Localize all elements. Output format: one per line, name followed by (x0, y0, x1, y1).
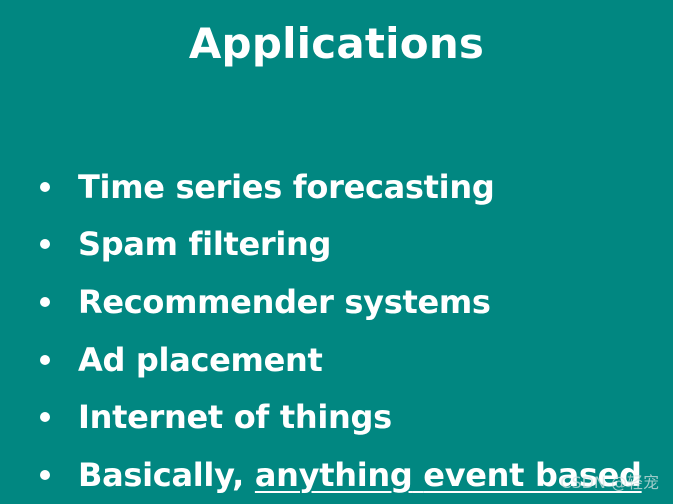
bullet-text: Recommender systems (78, 282, 491, 321)
bullet-dot-icon (40, 239, 50, 250)
bullet-item: Internet of things (40, 388, 642, 446)
bullet-text: Internet of things (78, 398, 392, 437)
watermark: CSDN @轻宠 (560, 473, 659, 492)
bullet-dot-icon (40, 181, 50, 192)
bullet-item: Spam filtering (40, 216, 642, 274)
bullet-dot-icon (40, 469, 50, 480)
bullet-dot-icon (40, 412, 50, 423)
bullet-item: Ad placement (40, 331, 642, 389)
bullet-item: Recommender systems (40, 273, 642, 331)
bullet-text: Time series forecasting (78, 167, 495, 206)
bullet-list: Time series forecasting Spam filtering R… (40, 158, 642, 504)
slide-title: Applications (188, 19, 485, 68)
underlined-space (412, 456, 423, 494)
bullet-text-prefix: Basically, (78, 455, 255, 494)
bullet-dot-icon (40, 354, 50, 365)
bullet-item: Time series forecasting (40, 158, 642, 216)
bullet-item-basically: Basically, anything event based (40, 446, 642, 504)
bullet-text: Spam filtering (78, 225, 332, 264)
underlined-phrase-event-based: event based (423, 455, 642, 494)
bullet-text: Ad placement (78, 340, 323, 379)
bullet-dot-icon (40, 296, 50, 307)
underlined-word-anything: anything (254, 455, 413, 494)
